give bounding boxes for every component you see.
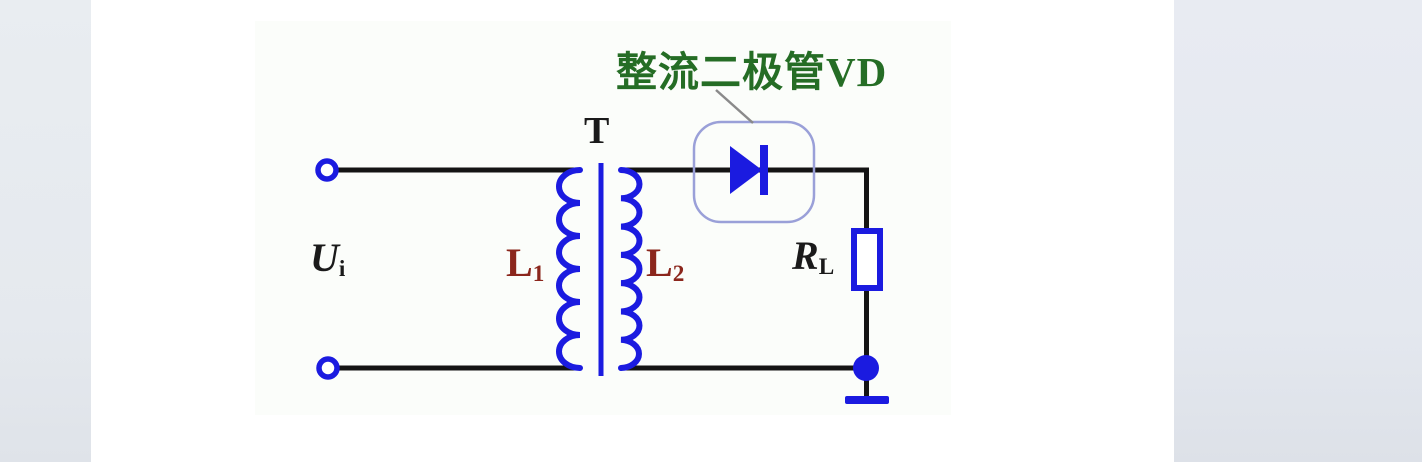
load-resistor-subscript: L <box>818 254 835 281</box>
diagram-title: 整流二极管VD <box>616 49 888 95</box>
input-voltage-label: Ui <box>310 238 345 281</box>
primary-winding-label: L1 <box>506 243 544 286</box>
primary-winding-subscript: 1 <box>532 261 545 288</box>
diode-triangle <box>730 146 762 194</box>
left-gray-strip <box>0 0 91 462</box>
ground-bar <box>845 396 889 404</box>
primary-winding-coil <box>556 167 583 371</box>
transformer-label: T <box>584 110 610 152</box>
secondary-winding-label: L2 <box>646 243 684 286</box>
secondary-winding-symbol: L <box>646 240 673 285</box>
callout-leader-line <box>715 89 754 124</box>
input-voltage-symbol: U <box>310 235 339 280</box>
secondary-winding-subscript: 2 <box>672 261 685 288</box>
load-resistor-symbol: R <box>792 233 819 278</box>
primary-winding-symbol: L <box>506 240 533 285</box>
secondary-winding-coil <box>618 167 643 371</box>
diode-cathode-bar <box>760 145 768 195</box>
load-resistor-body <box>851 228 883 291</box>
load-resistor-label: RL <box>792 236 834 279</box>
junction-dot <box>853 355 879 381</box>
input-voltage-subscript: i <box>338 256 346 283</box>
input-terminal-top <box>315 158 339 182</box>
right-gray-strip <box>1174 0 1422 462</box>
diode-callout-box <box>692 120 816 224</box>
input-terminal-bottom <box>316 356 340 380</box>
